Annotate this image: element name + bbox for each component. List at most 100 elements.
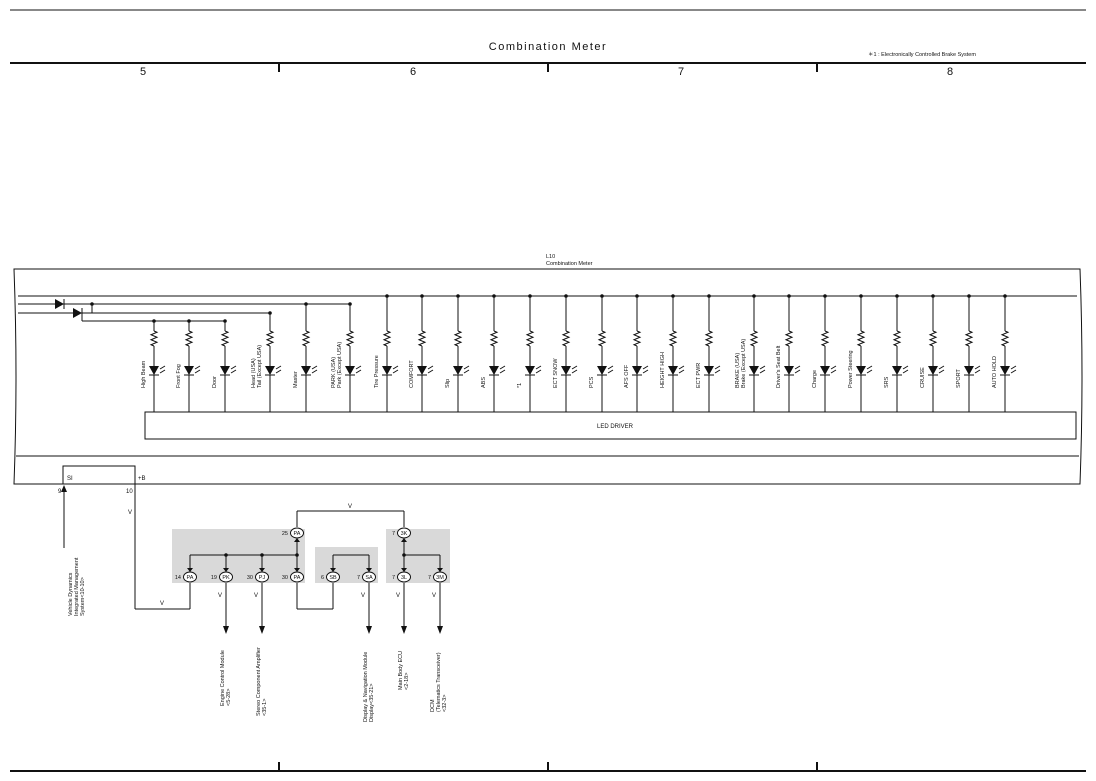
wire-color-label: V	[432, 593, 436, 599]
led-label: Front Fog	[176, 364, 182, 388]
led-diode	[149, 366, 159, 375]
led-label: PARK (USA)Park (Except USA)	[331, 342, 343, 388]
connector-code: 3M	[436, 575, 444, 581]
connector-3l: 3L7	[392, 568, 411, 583]
svg-text:SRS: SRS	[884, 376, 890, 388]
led-channel: COMFORT	[409, 294, 434, 412]
led-channel: AUTO HOLD	[992, 294, 1017, 412]
svg-text:Door: Door	[212, 376, 218, 388]
led-label: Slip	[445, 379, 451, 388]
led-channel: PARK (USA)Park (Except USA)	[331, 302, 362, 412]
led-label: Charge	[812, 370, 818, 388]
led-driver-label: LED DRIVER	[597, 424, 634, 430]
component-name: Combination Meter	[546, 261, 593, 267]
led-label: ECT PWR	[696, 363, 702, 388]
led-label: Door	[212, 376, 218, 388]
led-channel: SRS	[884, 294, 909, 412]
led-channel: Door	[212, 319, 237, 412]
connector-pa: PA 14	[175, 568, 197, 583]
led-label: BRAKE (USA)Brake (Except USA)	[735, 339, 747, 388]
resistor	[561, 330, 571, 347]
resistor	[525, 330, 535, 347]
svg-text:ABS: ABS	[481, 377, 487, 388]
led-channel: Driver's Seat Belt	[776, 294, 801, 412]
si-pin-number: 9	[58, 489, 62, 495]
led-label: SPORT	[956, 369, 962, 388]
led-driver-box	[144, 411, 1077, 440]
led-diode	[220, 366, 230, 375]
page-title: Combination Meter	[489, 41, 607, 53]
svg-text:Main Body ECU: Main Body ECU	[398, 651, 404, 690]
connector-pin: 14	[175, 575, 181, 581]
resistor	[149, 330, 159, 347]
led-channel: ECT SNOW	[553, 294, 578, 412]
led-diode	[597, 366, 607, 375]
dest-dcm: DCM (Telematics Transceiver) <32-3>	[430, 652, 448, 712]
svg-text:Tire Pressure: Tire Pressure	[374, 355, 380, 388]
led-label: *1	[517, 383, 523, 388]
resistor	[820, 330, 830, 347]
svg-text:Tail (Except USA): Tail (Except USA)	[257, 345, 263, 388]
led-channel: HEIGHT HIGH	[660, 294, 685, 412]
dest-stereo: Stereo Component Amplifier <35-1>	[256, 647, 268, 716]
connector-pin: 7	[357, 575, 360, 581]
led-diode	[561, 366, 571, 375]
svg-text:Vehicle Dynamics: Vehicle Dynamics	[68, 572, 74, 616]
column-number: 8	[947, 66, 953, 78]
resistor	[892, 330, 902, 347]
svg-text:Front Fog: Front Fog	[176, 364, 182, 388]
dest-mbecu: Main Body ECU <2-18>	[398, 651, 410, 690]
dest-display: Display & Navigation Module Display<35-2…	[363, 652, 375, 722]
svg-text:Power Steering: Power Steering	[848, 350, 854, 388]
led-label: HEIGHT HIGH	[660, 352, 666, 388]
resistor	[417, 330, 427, 347]
connector-pin: 7	[392, 531, 395, 537]
led-diode	[525, 366, 535, 375]
svg-text:Display & Navigation Module: Display & Navigation Module	[363, 652, 369, 722]
resistor	[704, 330, 714, 347]
led-label: AFS OFF	[624, 364, 630, 388]
connector-code: PA	[187, 575, 194, 581]
wire-color-label: V	[160, 601, 164, 607]
led-channel: Head (USA)Tail (Except USA)	[251, 311, 282, 412]
connector-code: SA	[365, 575, 373, 581]
led-channel: Slip	[445, 294, 470, 412]
led-diode	[265, 366, 275, 375]
connector-pin: 25	[282, 531, 288, 537]
resistor	[220, 330, 230, 347]
connector-code: PK	[222, 575, 230, 581]
connector-pin: 30	[247, 575, 253, 581]
svg-text:Display<35-21>: Display<35-21>	[369, 683, 375, 722]
led-diode	[820, 366, 830, 375]
b-pin-label: +B	[138, 476, 146, 482]
svg-text:*1: *1	[517, 383, 523, 388]
led-label: High Beam	[141, 360, 147, 388]
led-channel: CRUISE	[920, 294, 945, 412]
vdim-label: Vehicle Dynamics Integrated Management S…	[68, 557, 86, 616]
dest-ecm: Engine Control Module <5-28>	[220, 650, 232, 706]
led-diode	[1000, 366, 1010, 375]
column-number: 7	[678, 66, 684, 78]
resistor	[265, 330, 275, 347]
svg-text:BRAKE (USA): BRAKE (USA)	[735, 353, 741, 388]
led-diode	[184, 366, 194, 375]
resistor	[453, 330, 463, 347]
wire-color-label: V	[128, 510, 132, 516]
led-channel: SPORT	[956, 294, 981, 412]
led-label: Power Steering	[848, 350, 854, 388]
b-pin-number: 10	[126, 489, 133, 495]
resistor	[668, 330, 678, 347]
bus-diodes	[18, 299, 350, 322]
wire-color-label: V	[254, 593, 258, 599]
resistor	[784, 330, 794, 347]
resistor	[749, 330, 759, 347]
led-label: Tire Pressure	[374, 355, 380, 388]
resistor	[632, 330, 642, 347]
led-label: PCS	[589, 376, 595, 388]
svg-text:High Beam: High Beam	[141, 360, 147, 388]
resistor	[856, 330, 866, 347]
